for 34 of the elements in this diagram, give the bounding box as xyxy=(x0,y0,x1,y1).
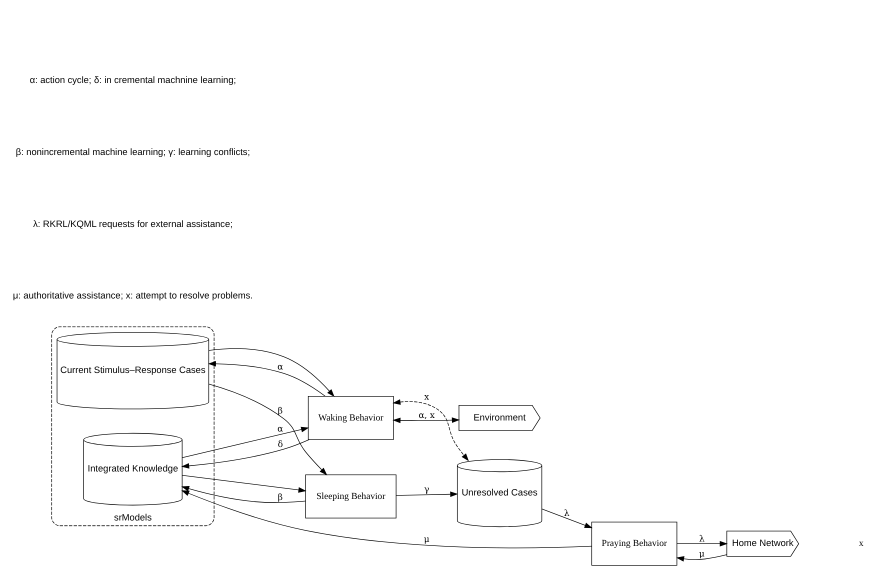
label: μ: authoritative assistance; x: attempt to resolve problems. xyxy=(12,290,253,300)
arrow xyxy=(392,398,469,461)
arrow xyxy=(208,360,326,396)
edge-label: α xyxy=(277,362,284,372)
edge-label: γ xyxy=(424,484,430,495)
edge-label: δ xyxy=(278,439,283,450)
node-box: Sleeping Behavior xyxy=(305,474,396,518)
edge-label: λ xyxy=(564,508,570,519)
label: x xyxy=(858,538,864,549)
label: α: action cycle; δ: in cremental machnine learning; xyxy=(30,74,236,85)
edge-label: β xyxy=(278,406,283,416)
arrow xyxy=(208,348,335,396)
node-box: Praying Behavior xyxy=(591,521,678,566)
arrow xyxy=(542,508,593,528)
arrow xyxy=(208,383,328,475)
edge-label: β xyxy=(278,492,283,503)
arrow xyxy=(392,416,460,423)
arrow xyxy=(396,490,458,497)
arrow xyxy=(181,486,306,502)
arrow xyxy=(676,554,727,562)
arrow xyxy=(181,490,592,548)
arrow xyxy=(181,438,310,468)
edge-label: α, x xyxy=(418,410,435,421)
edge-label: μ xyxy=(699,549,705,560)
label: λ: RKRL/KQML requests for external assistance; xyxy=(33,218,233,228)
arrow xyxy=(676,540,728,546)
arrow xyxy=(182,474,306,492)
edge-label: x xyxy=(424,392,430,402)
edge-label: α xyxy=(277,424,284,434)
arrow xyxy=(182,426,310,458)
edge-label: λ xyxy=(699,534,705,544)
label: β: nonincremental machine learning; γ: learning conflicts; xyxy=(16,146,250,156)
node-box: Waking Behavior xyxy=(308,395,394,440)
edge-label: μ xyxy=(424,534,430,544)
